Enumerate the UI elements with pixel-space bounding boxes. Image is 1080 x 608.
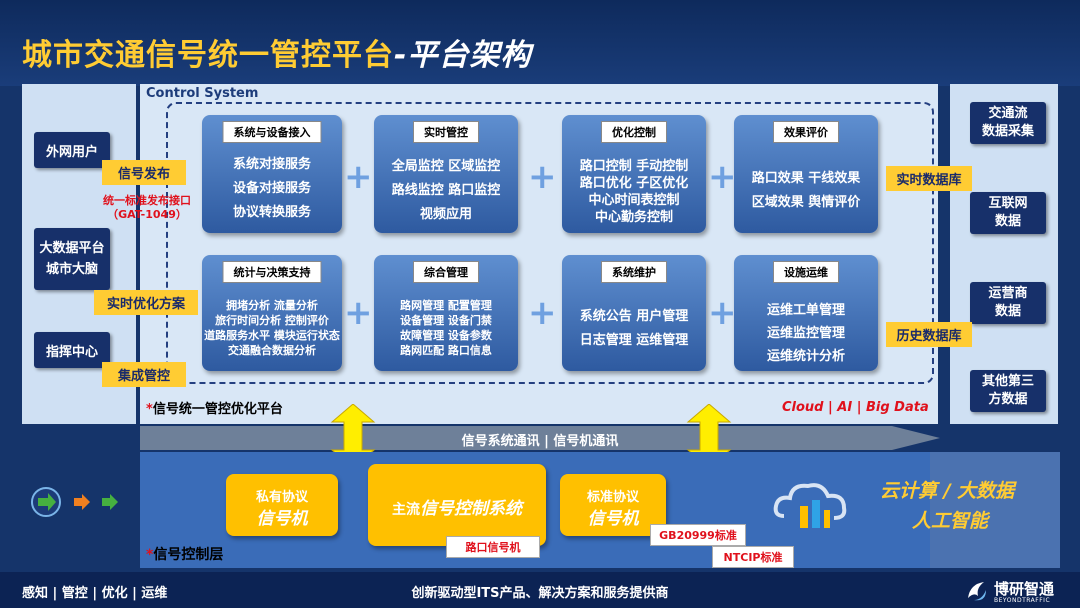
label-intersection-signal: 路口信号机	[446, 536, 540, 558]
plus-icon: +	[708, 293, 737, 333]
footer-center-text: 创新驱动型ITS产品、解决方案和服务提供商	[411, 586, 669, 601]
signal-control-layer-extension	[930, 452, 1060, 568]
module-facility-maintenance[interactable]: 设施运维 运维工单管理 运维监控管理 运维统计分析	[734, 255, 878, 371]
plus-icon: +	[344, 157, 373, 197]
platform-boundary	[166, 102, 934, 384]
label-ntcip: NTCIP标准	[712, 546, 794, 568]
source-traffic-flow[interactable]: 交通流 数据采集	[970, 102, 1046, 144]
tag-realtime-optimization: 实时优化方案	[94, 290, 198, 315]
tag-realtime-db: 实时数据库	[886, 166, 972, 191]
module-system-access[interactable]: 系统与设备接入 系统对接服务 设备对接服务 协议转换服务	[202, 115, 342, 233]
control-layer-label: *信号控制层	[146, 547, 224, 563]
user-command-center[interactable]: 指挥中心	[34, 332, 110, 368]
platform-label: *信号统一管控优化平台	[146, 402, 283, 417]
control-system-label: Control System	[146, 86, 259, 101]
user-external[interactable]: 外网用户	[34, 132, 110, 168]
communication-bar: 信号系统通讯 | 信号机通讯	[140, 426, 940, 450]
plus-icon: +	[708, 157, 737, 197]
cloud-ai-bigdata-tag: Cloud | AI | Big Data	[782, 400, 929, 415]
tag-history-db: 历史数据库	[886, 322, 972, 347]
module-optimization-control[interactable]: 优化控制 路口控制 手动控制 路口优化 子区优化 中心时间表控制 中心勤务控制	[562, 115, 706, 233]
plus-icon: +	[344, 293, 373, 333]
plus-icon: +	[528, 157, 557, 197]
ai-text-cloud-bigdata: 云计算 / 大数据	[880, 480, 1015, 502]
flow-icon	[31, 487, 118, 517]
page-title: 城市交通信号统一管控平台-平台架构	[22, 38, 532, 73]
source-operator[interactable]: 运营商 数据	[970, 282, 1046, 324]
module-realtime-control[interactable]: 实时管控 全局监控 区域监控 路线监控 路口监控 视频应用	[374, 115, 518, 233]
footer-left-text: 感知 | 管控 | 优化 | 运维	[22, 586, 168, 601]
module-integrated-management[interactable]: 综合管理 路网管理 配置管理 设备管理 设备门禁 故障管理 设备参数 路网匹配 …	[374, 255, 518, 371]
label-gb20999: GB20999标准	[650, 524, 746, 546]
plus-icon: +	[528, 293, 557, 333]
mainstream-signal-system[interactable]: 主流信号控制系统	[368, 464, 546, 546]
module-statistics-decision[interactable]: 统计与决策支持 拥堵分析 流量分析 旅行时间分析 控制评价 道路服务水平 模块运…	[202, 255, 342, 371]
module-effect-evaluation[interactable]: 效果评价 路口效果 干线效果 区域效果 舆情评价	[734, 115, 878, 233]
source-third-party[interactable]: 其他第三 方数据	[970, 370, 1046, 412]
header-background	[0, 0, 1080, 86]
standard-interface-note: 统一标准发布接口 （GAT-1049）	[103, 194, 191, 221]
ai-text-artificial-intelligence: 人工智能	[912, 510, 989, 532]
footer: 感知 | 管控 | 优化 | 运维 创新驱动型ITS产品、解决方案和服务提供商	[0, 572, 1080, 608]
source-internet[interactable]: 互联网 数据	[970, 192, 1046, 234]
tag-signal-publish: 信号发布	[102, 160, 186, 185]
tag-integrated-control: 集成管控	[102, 362, 186, 387]
user-bigdata[interactable]: 大数据平台 城市大脑	[34, 228, 110, 290]
standard-protocol-signal[interactable]: 标准协议 信号机	[560, 474, 666, 536]
company-logo: 博研智通 BEYONDTRAFFIC	[964, 576, 1074, 606]
logo-icon	[968, 582, 986, 601]
cloud-icon	[773, 483, 847, 528]
private-protocol-signal[interactable]: 私有协议 信号机	[226, 474, 338, 536]
module-system-maintenance[interactable]: 系统维护 系统公告 用户管理 日志管理 运维管理	[562, 255, 706, 371]
